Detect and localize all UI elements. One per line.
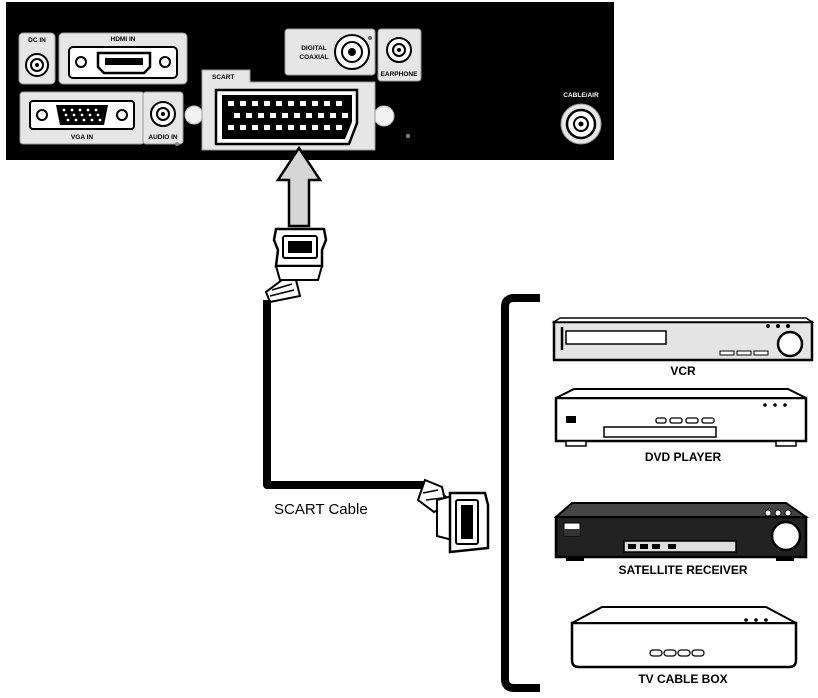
- scart-plug-bottom: [416, 478, 490, 554]
- screw-hole-left: [184, 105, 204, 125]
- dial-icon: [770, 520, 802, 552]
- cable-air-port: CABLE/AIR: [560, 92, 602, 145]
- dc-in-port: DC IN: [18, 32, 56, 85]
- coaxial-label: COAXIAL: [299, 54, 328, 61]
- audio-in-port: AUDIO IN: [142, 91, 184, 146]
- tv-back-panel: DC IN HDMI IN DIGITAL COAXIAL: [6, 2, 614, 160]
- connection-arrow-icon: [275, 145, 323, 228]
- audio-in-label: AUDIO IN: [148, 134, 178, 141]
- scart-label: SCART: [212, 74, 234, 81]
- satellite-receiver-device: [553, 502, 810, 561]
- screw-hole-right: [373, 105, 395, 127]
- dc-in-label: DC IN: [28, 37, 46, 44]
- tv-cable-box-device: [570, 606, 798, 669]
- vcr-device: [551, 317, 815, 362]
- dvd-player-device: [554, 388, 808, 447]
- digital-coaxial-port: DIGITAL COAXIAL: [284, 28, 376, 76]
- dvd-player-label: DVD PLAYER: [645, 450, 722, 464]
- hdmi-in-label: HDMI IN: [111, 36, 136, 43]
- vga-in-label: VGA IN: [71, 134, 93, 141]
- hdmi-in-port: HDMI IN: [58, 32, 188, 85]
- earphone-port: EARPHONE: [377, 28, 422, 82]
- scart-cable: [263, 227, 490, 554]
- scart-cable-label: SCART Cable: [274, 501, 368, 518]
- device-group-bracket: [501, 294, 540, 692]
- satellite-receiver-label: SATELLITE RECEIVER: [618, 563, 747, 577]
- earphone-label: EARPHONE: [381, 71, 419, 78]
- scart-plug-top: [264, 227, 328, 304]
- knob-icon: [776, 330, 804, 358]
- tv-cable-box-label: TV CABLE BOX: [638, 672, 727, 686]
- scart-port: SCART: [201, 69, 376, 151]
- vcr-label: VCR: [670, 364, 696, 378]
- vga-in-port: VGA IN: [19, 91, 145, 145]
- digital-label: DIGITAL: [301, 45, 327, 52]
- cable-air-label: CABLE/AIR: [563, 92, 599, 99]
- cable-line: [263, 300, 448, 504]
